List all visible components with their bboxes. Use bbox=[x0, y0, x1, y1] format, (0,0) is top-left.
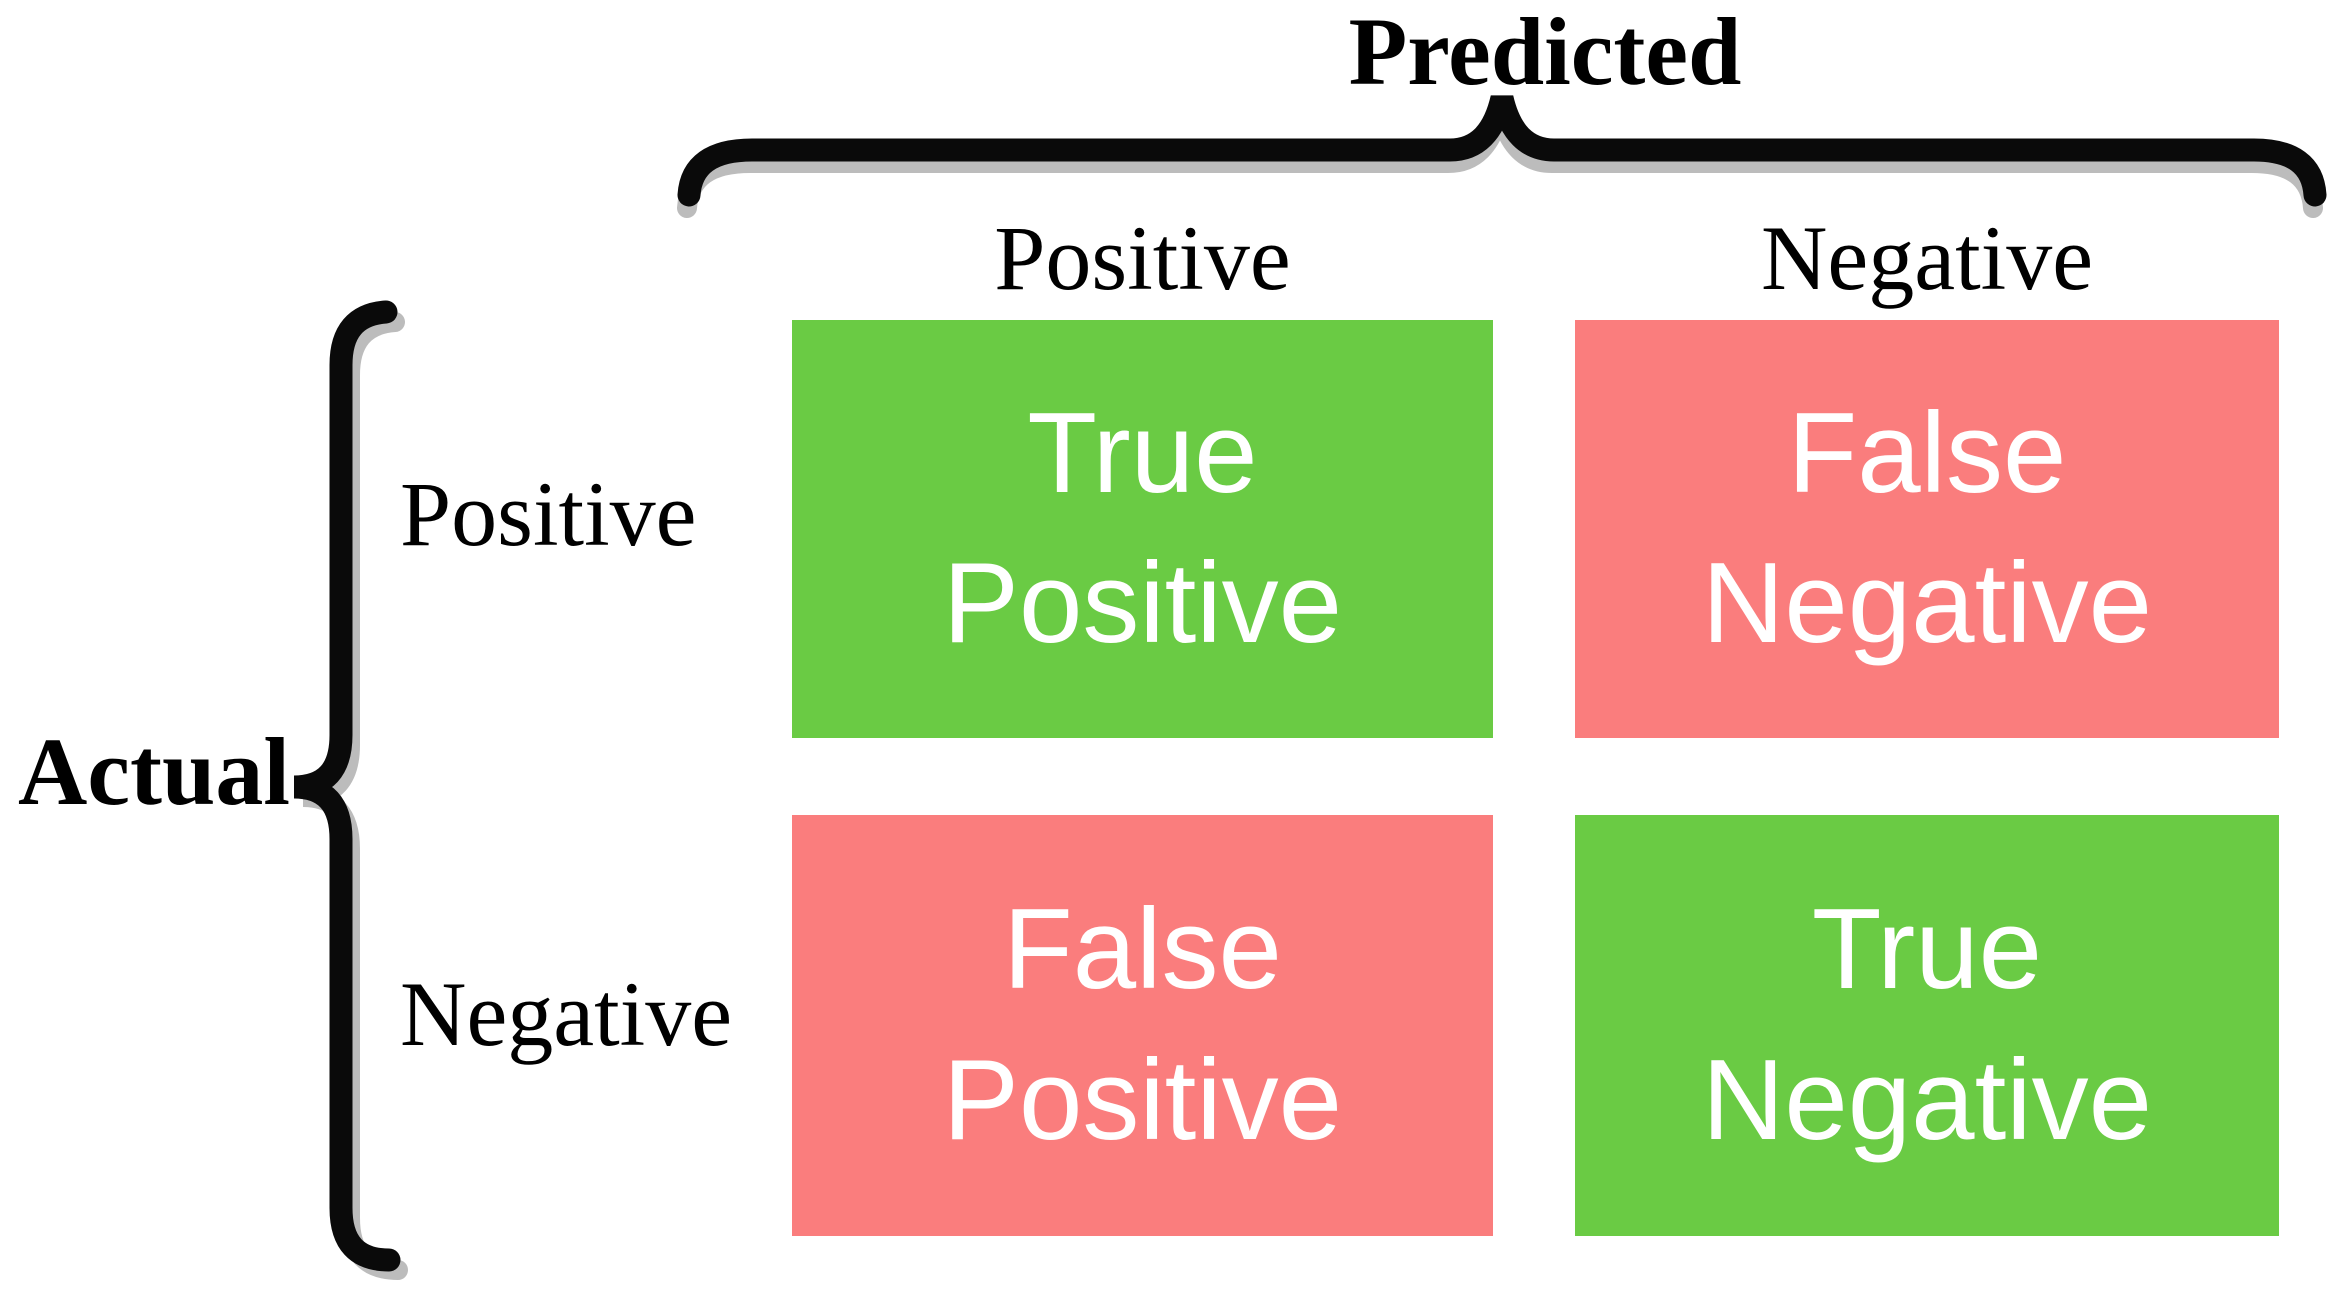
actual-negative-row-label: Negative bbox=[400, 963, 733, 1065]
cell-false-positive-line2: Positive bbox=[942, 1036, 1343, 1164]
cell-true-positive-line1: True bbox=[1027, 389, 1258, 517]
predicted-positive-column-label: Positive bbox=[994, 207, 1291, 309]
cell-true-negative: True Negative bbox=[1575, 815, 2279, 1236]
predicted-brace-icon bbox=[677, 95, 2327, 218]
cell-false-negative-line2: Negative bbox=[1702, 540, 2152, 667]
cell-false-negative: False Negative bbox=[1575, 320, 2279, 738]
actual-brace-icon bbox=[293, 300, 408, 1280]
cell-true-negative-line1: True bbox=[1811, 886, 2043, 1014]
predicted-axis-title: Predicted bbox=[1348, 0, 1742, 105]
actual-positive-row-label: Positive bbox=[400, 463, 697, 565]
predicted-negative-column-label: Negative bbox=[1760, 207, 2094, 309]
cell-false-negative-line1: False bbox=[1787, 389, 2067, 517]
cell-true-positive: True Positive bbox=[792, 320, 1493, 738]
cell-true-negative-line2: Negative bbox=[1702, 1036, 2152, 1164]
cell-false-positive-line1: False bbox=[1003, 886, 1282, 1014]
cell-true-positive-line2: Positive bbox=[942, 540, 1343, 667]
actual-axis-title: Actual bbox=[18, 718, 290, 825]
cell-false-positive: False Positive bbox=[792, 815, 1493, 1236]
